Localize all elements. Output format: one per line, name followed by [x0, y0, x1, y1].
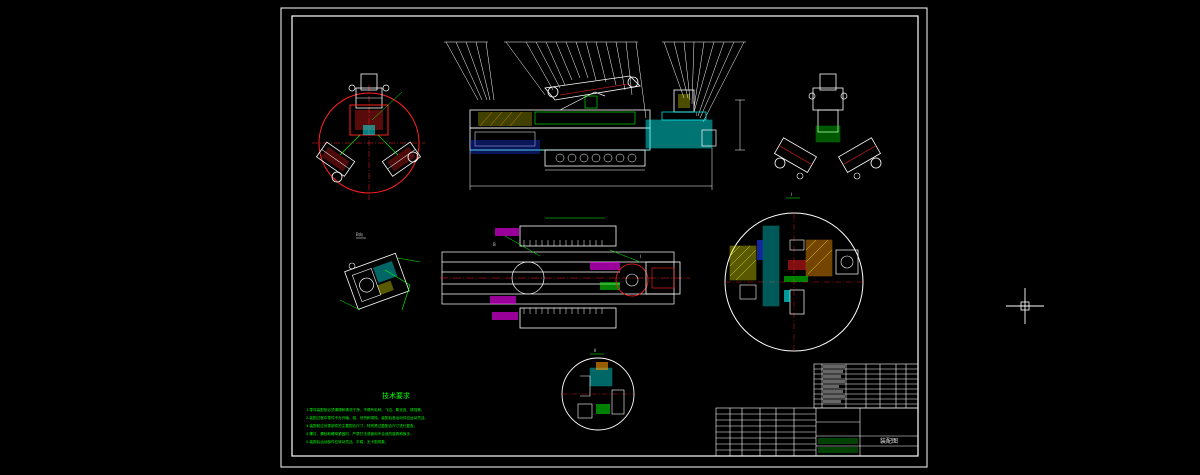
view-front-section: I — [444, 41, 746, 190]
tech-req-line-4: 4.螺钉、螺栓和螺母紧固时，严禁打击或使用不合适的旋具和扳手。 — [306, 431, 414, 436]
left-view-label: B向 — [356, 231, 363, 237]
tech-req-line-3: 3.装配前应对零部件的主要配合尺寸，特别是过盈配合尺寸进行复查。 — [306, 423, 417, 428]
title-block-drawing-name: 装配图 — [880, 437, 898, 445]
technical-requirements: 技术要求 1.零件装配前必须清理和清洗干净，不得有毛刺、飞边、氧化皮、锈蚀等。 … — [306, 391, 428, 444]
view-detail-bottom: II — [561, 348, 635, 431]
tech-req-line-1: 1.零件装配前必须清理和清洗干净，不得有毛刺、飞边、氧化皮、锈蚀等。 — [306, 407, 424, 412]
sheet-inner-border — [291, 15, 919, 457]
view-left-middle: B向 — [339, 231, 421, 311]
view-detail-right: I — [724, 192, 864, 352]
front-leader-note: I — [696, 112, 697, 117]
tech-req-line-2: 2.装配过程中零件不允许磕、碰、划伤和锈蚀，装配后各运动件应运动灵活。 — [306, 415, 428, 420]
title-block — [715, 363, 919, 457]
view-plan: B I — [440, 217, 690, 329]
tech-req-line-5: 5.装配后运动部件应转动灵活、平稳，无卡阻现象。 — [306, 439, 389, 444]
detail-bottom-label: II — [594, 348, 596, 353]
title-block-fills — [818, 365, 858, 453]
detail-right-label: I — [791, 192, 792, 197]
sheet-outer-border — [280, 7, 928, 468]
view-top-right — [773, 73, 882, 180]
plan-section-mark-b: I — [640, 254, 641, 259]
view-top-left — [312, 73, 425, 200]
crosshair-cursor[interactable] — [1006, 288, 1044, 324]
plan-section-mark-a: B — [493, 242, 496, 247]
tech-req-title: 技术要求 — [382, 391, 410, 400]
